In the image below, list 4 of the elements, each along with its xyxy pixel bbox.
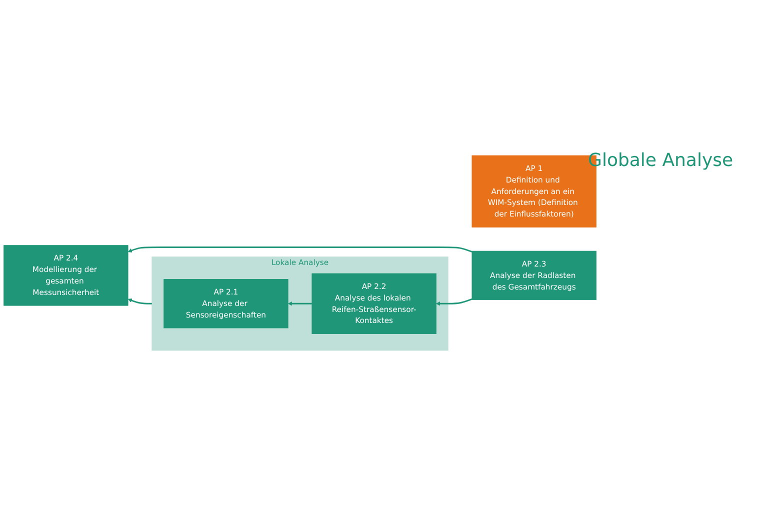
arrow <box>128 298 152 304</box>
arrow <box>128 246 472 252</box>
arrow <box>288 302 312 306</box>
arrow <box>436 298 472 306</box>
